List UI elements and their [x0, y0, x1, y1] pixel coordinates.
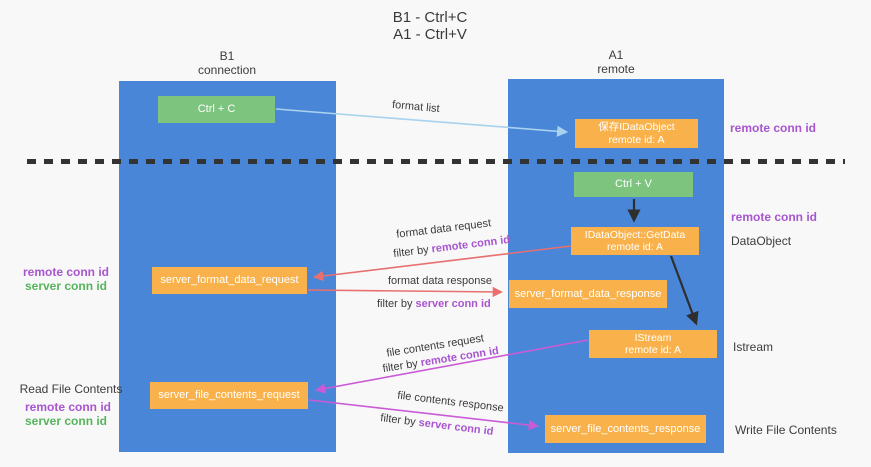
label-left-server-conn-id-1: server conn id: [24, 279, 108, 293]
lane-a1-header: A1 remote: [556, 48, 676, 76]
filter-prefix: filter by: [379, 412, 417, 429]
diagram-title: B1 - Ctrl+C A1 - Ctrl+V: [0, 9, 860, 43]
filter-prefix: filter by: [377, 298, 413, 310]
filter-value: server conn id: [417, 416, 495, 438]
lane-a1-name: A1: [608, 48, 624, 62]
node-server-file-contents-request: server_file_contents_request: [150, 382, 308, 409]
diagram-title-line2: A1 - Ctrl+V: [393, 26, 467, 43]
node-getdata-line2: remote id: A: [606, 241, 664, 253]
edge-label-format-data-response-filter: filter by server conn id: [377, 298, 491, 310]
lane-b1-name: B1: [219, 49, 235, 63]
node-server-format-data-request: server_format_data_request: [152, 267, 307, 294]
edge-format-data-response: [307, 286, 504, 298]
node-server-format-data-response: server_format_data_response: [509, 280, 667, 308]
label-right-remote-conn-id-mid: remote conn id: [731, 210, 818, 224]
dashed-separator-line: [27, 159, 845, 164]
lane-b1-header: B1 connection: [167, 49, 287, 77]
node-save-idataobject-line2: remote id: A: [608, 133, 665, 146]
edge-label-format-data-response: format data response: [388, 275, 492, 287]
node-format-request-label: server_format_data_request: [160, 274, 299, 287]
node-file-request-label: server_file_contents_request: [158, 389, 300, 402]
node-ctrl-c: Ctrl + C: [158, 96, 275, 123]
node-idataobject-getdata: IDataObject::GetData remote id: A: [571, 227, 699, 255]
label-right-remote-conn-id-top: remote conn id: [730, 121, 817, 135]
node-server-file-contents-response: server_file_contents_response: [545, 415, 706, 443]
label-left-remote-conn-id-1: remote conn id: [22, 265, 109, 279]
label-left-remote-conn-id-2: remote conn id: [24, 400, 111, 414]
node-ctrl-v: Ctrl + V: [574, 172, 693, 197]
label-left-server-conn-id-2: server conn id: [24, 414, 108, 428]
node-istream-line1: IStream: [634, 331, 672, 344]
filter-prefix: filter by: [392, 243, 430, 261]
node-save-idataobject: 保存IDataObject remote id: A: [575, 119, 698, 148]
node-save-idataobject-line1: 保存IDataObject: [598, 121, 675, 133]
filter-value: remote conn id: [430, 233, 511, 256]
node-istream: IStream remote id: A: [589, 330, 717, 358]
label-read-file-contents: Read File Contents: [19, 382, 123, 396]
node-ctrl-c-label: Ctrl + C: [197, 103, 236, 116]
filter-value: server conn id: [415, 298, 491, 310]
node-getdata-line1: IDataObject::GetData: [584, 228, 686, 241]
node-ctrl-v-label: Ctrl + V: [615, 178, 652, 191]
label-write-file-contents: Write File Contents: [735, 423, 837, 437]
lane-b1-role: connection: [197, 62, 257, 77]
label-istream: Istream: [733, 340, 774, 354]
lane-a1-role: remote: [597, 61, 635, 76]
label-dataobject: DataObject: [731, 234, 792, 248]
node-istream-line2: remote id: A: [624, 344, 682, 356]
filter-prefix: filter by: [381, 357, 419, 376]
edge-label-file-contents-response: file contents response: [396, 389, 505, 415]
diagram-title-line1: B1 - Ctrl+C: [392, 9, 468, 26]
node-file-response-label: server_file_contents_response: [550, 422, 701, 435]
edge-label-format-list: format list: [391, 98, 441, 116]
edge-label-file-contents-response-filter: filter by server conn id: [380, 412, 494, 438]
node-format-response-label: server_format_data_response: [514, 287, 662, 300]
